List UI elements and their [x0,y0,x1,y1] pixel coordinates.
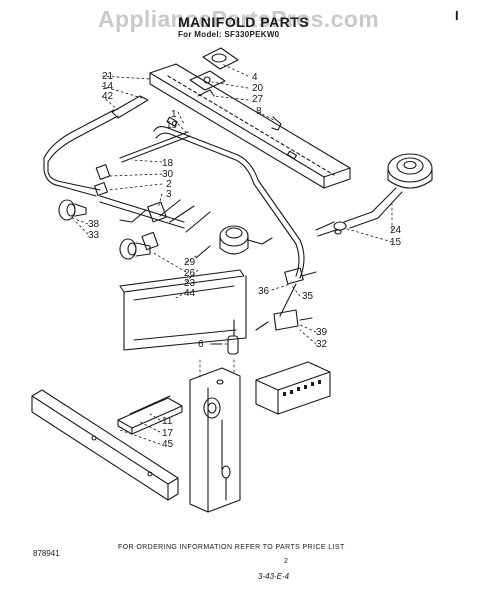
model-line: For Model: SF330PEKW0 [178,30,280,39]
callout-17: 17 [162,428,174,439]
callout-23: 23 [184,278,196,289]
section-code: 3-43-E-4 [258,572,290,581]
callout-39: 39 [316,327,328,338]
callout-3: 3 [166,189,172,200]
callout-38: 38 [88,219,100,230]
callout-19: 19 [166,120,178,131]
callout-14: 14 [102,81,114,92]
callout-4: 4 [252,72,258,83]
callout-2: 2 [166,179,172,190]
callout-20: 20 [252,83,264,94]
ordering-note: FOR ORDERING INFORMATION REFER TO PARTS … [118,544,345,551]
lower-shield-panel [189,367,241,513]
control-knob [119,238,151,260]
diagram-title: MANIFOLD PARTS [178,14,310,30]
top-burner-bracket [189,47,239,97]
callout-35: 35 [302,291,314,302]
gas-manifold-pipe [43,95,305,279]
clip-part [271,116,282,131]
document-number: 878941 [33,549,60,558]
callout-29: 29 [184,257,196,268]
orifice-assembly [195,225,273,259]
callout-45: 45 [162,439,174,450]
callout-1: 1 [171,109,177,120]
burner-valves [94,164,211,251]
page-number: 2 [284,558,288,565]
burner-tray [117,395,183,435]
callout-42: 42 [102,91,114,102]
callout-30: 30 [162,169,174,180]
spark-module [255,361,331,415]
safety-valve [255,267,317,331]
callout-21: 21 [102,71,114,82]
callout-15: 15 [390,237,402,248]
callout-labels: 21 14 42 1 19 4 20 27 8 18 30 2 3 38 33 … [88,71,402,450]
callout-8: 8 [256,106,262,117]
bracket-part-6 [211,319,239,355]
callout-33: 33 [88,230,100,241]
callout-36: 36 [258,286,270,297]
callout-18: 18 [162,158,174,169]
manifold-bracket [149,63,351,189]
front-manifold-bar [31,389,179,501]
control-knob [58,199,87,221]
callout-26: 26 [184,268,196,279]
callout-27: 27 [252,94,264,105]
callout-44: 44 [184,288,196,299]
watermark-logo: AppliancePartsPros.com [98,6,380,32]
valve-rail [119,269,247,351]
leader-lines [71,63,393,445]
callout-6: 6 [198,339,204,350]
page-mark: I [455,8,459,23]
valve-rod [119,131,189,159]
callout-32: 32 [316,339,328,350]
callout-11: 11 [162,416,173,427]
rear-burner [315,153,433,237]
callout-24: 24 [390,225,402,236]
